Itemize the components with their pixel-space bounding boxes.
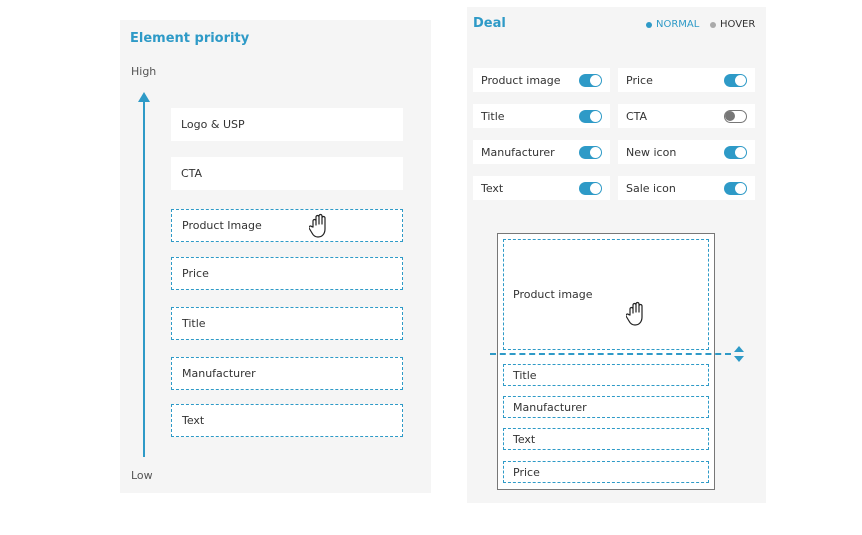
toggle-knob xyxy=(590,74,601,86)
toggle-sale-icon[interactable] xyxy=(724,181,747,195)
priority-item-price[interactable]: Price xyxy=(171,257,403,290)
toggle-product-image[interactable] xyxy=(579,73,602,87)
priority-item-logo-usp[interactable]: Logo & USP xyxy=(171,108,403,141)
preview-price[interactable]: Price xyxy=(503,461,709,483)
toggle-cta[interactable] xyxy=(724,109,747,123)
hover-dot-icon xyxy=(710,21,716,28)
toggle-text[interactable] xyxy=(579,181,602,195)
toggle-label: Product image xyxy=(481,73,561,87)
preview-product-image[interactable]: Product image xyxy=(503,239,709,350)
toggle-card-price: Price xyxy=(618,68,755,92)
toggle-title[interactable] xyxy=(579,109,602,123)
element-priority-title: Element priority xyxy=(130,31,250,46)
normal-dot-icon xyxy=(646,21,652,28)
preview-product-image-label: Product image xyxy=(513,288,593,301)
priority-item-cta[interactable]: CTA xyxy=(171,157,403,190)
resize-vertical-icon[interactable] xyxy=(733,345,745,363)
toggle-card-text: Text xyxy=(473,176,610,200)
grab-hand-icon xyxy=(626,301,643,326)
state-normal-label: NORMAL xyxy=(656,19,700,30)
toggle-card-new-icon: New icon xyxy=(618,140,755,164)
preview-title[interactable]: Title xyxy=(503,364,709,386)
toggle-card-manufacturer: Manufacturer xyxy=(473,140,610,164)
toggle-knob xyxy=(590,182,601,194)
toggle-new-icon[interactable] xyxy=(724,145,747,159)
toggle-label: Price xyxy=(626,73,653,87)
element-priority-panel: Element priority High Low Logo & USP CTA… xyxy=(120,20,431,493)
toggle-card-title: Title xyxy=(473,104,610,128)
toggle-label: New icon xyxy=(626,145,677,159)
state-hover-label: HOVER xyxy=(720,19,756,30)
toggle-manufacturer[interactable] xyxy=(579,145,602,159)
toggle-label: CTA xyxy=(626,109,648,123)
deal-panel: Deal NORMAL HOVER Product image Price Ti… xyxy=(467,7,766,503)
toggle-knob xyxy=(735,182,746,194)
toggle-price[interactable] xyxy=(724,73,747,87)
toggle-knob xyxy=(590,146,601,158)
state-tab-normal[interactable]: NORMAL xyxy=(646,19,699,30)
deal-card-preview: Product image Title Manufacturer Text Pr… xyxy=(497,233,715,490)
axis-low-label: Low xyxy=(131,469,153,482)
priority-item-title[interactable]: Title xyxy=(171,307,403,340)
preview-manufacturer[interactable]: Manufacturer xyxy=(503,396,709,418)
preview-text[interactable]: Text xyxy=(503,428,709,450)
toggle-knob xyxy=(735,146,746,158)
toggle-label: Title xyxy=(481,109,505,123)
toggle-card-product-image: Product image xyxy=(473,68,610,92)
toggle-card-sale-icon: Sale icon xyxy=(618,176,755,200)
axis-high-label: High xyxy=(131,65,157,78)
priority-item-product-image[interactable]: Product Image xyxy=(171,209,403,242)
priority-arrow-head xyxy=(138,92,150,102)
image-split-line[interactable] xyxy=(490,353,731,355)
toggle-knob xyxy=(725,110,735,121)
toggle-knob xyxy=(590,110,601,122)
toggle-label: Text xyxy=(481,181,504,195)
toggle-label: Manufacturer xyxy=(481,145,555,159)
deal-title: Deal xyxy=(473,16,506,31)
priority-item-text[interactable]: Text xyxy=(171,404,403,437)
priority-item-manufacturer[interactable]: Manufacturer xyxy=(171,357,403,390)
toggle-card-cta: CTA xyxy=(618,104,755,128)
priority-axis-line xyxy=(143,100,145,457)
grab-hand-icon xyxy=(309,213,326,238)
state-tab-hover[interactable]: HOVER xyxy=(710,19,755,30)
toggle-knob xyxy=(735,74,746,86)
toggle-label: Sale icon xyxy=(626,181,676,195)
